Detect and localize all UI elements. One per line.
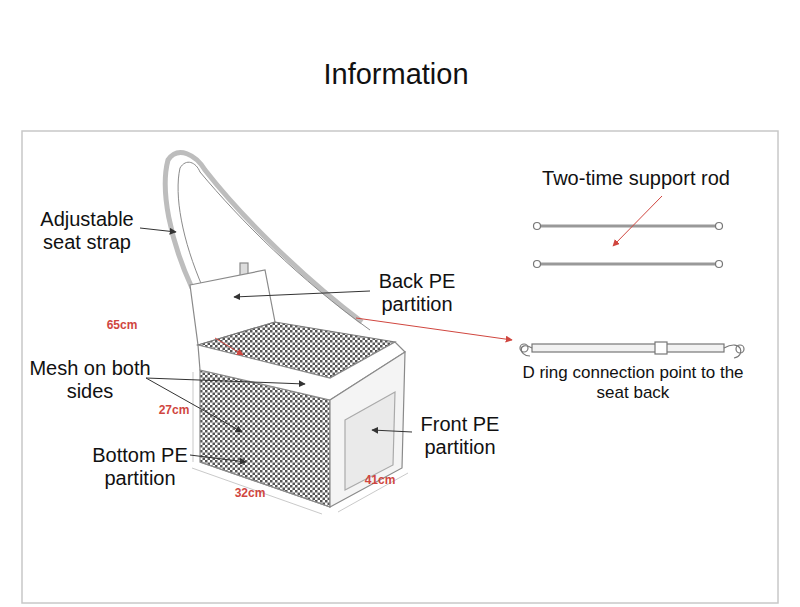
dimension: 32cm — [225, 487, 275, 501]
d-ring-strap — [520, 342, 744, 358]
leader-line — [356, 318, 512, 340]
dimension: 41cm — [355, 474, 405, 488]
part-label: Two-time support rod — [516, 167, 756, 190]
frame — [22, 131, 778, 603]
part-label: Back PE partition — [362, 270, 472, 316]
part-label: Mesh on both sides — [25, 357, 155, 403]
part-label: Adjustable seat strap — [22, 208, 152, 254]
part-label: D ring connection point to the seat back — [518, 363, 748, 402]
dimension: 65cm — [97, 319, 147, 333]
title: Information — [0, 58, 796, 91]
leader-line — [140, 196, 662, 462]
carrier-drawing — [165, 153, 408, 514]
leader-line — [215, 338, 243, 355]
part-label: Front PE partition — [405, 413, 515, 459]
support-rod — [534, 223, 723, 268]
dimension: 27cm — [149, 404, 199, 418]
part-label: Bottom PE partition — [70, 444, 210, 490]
